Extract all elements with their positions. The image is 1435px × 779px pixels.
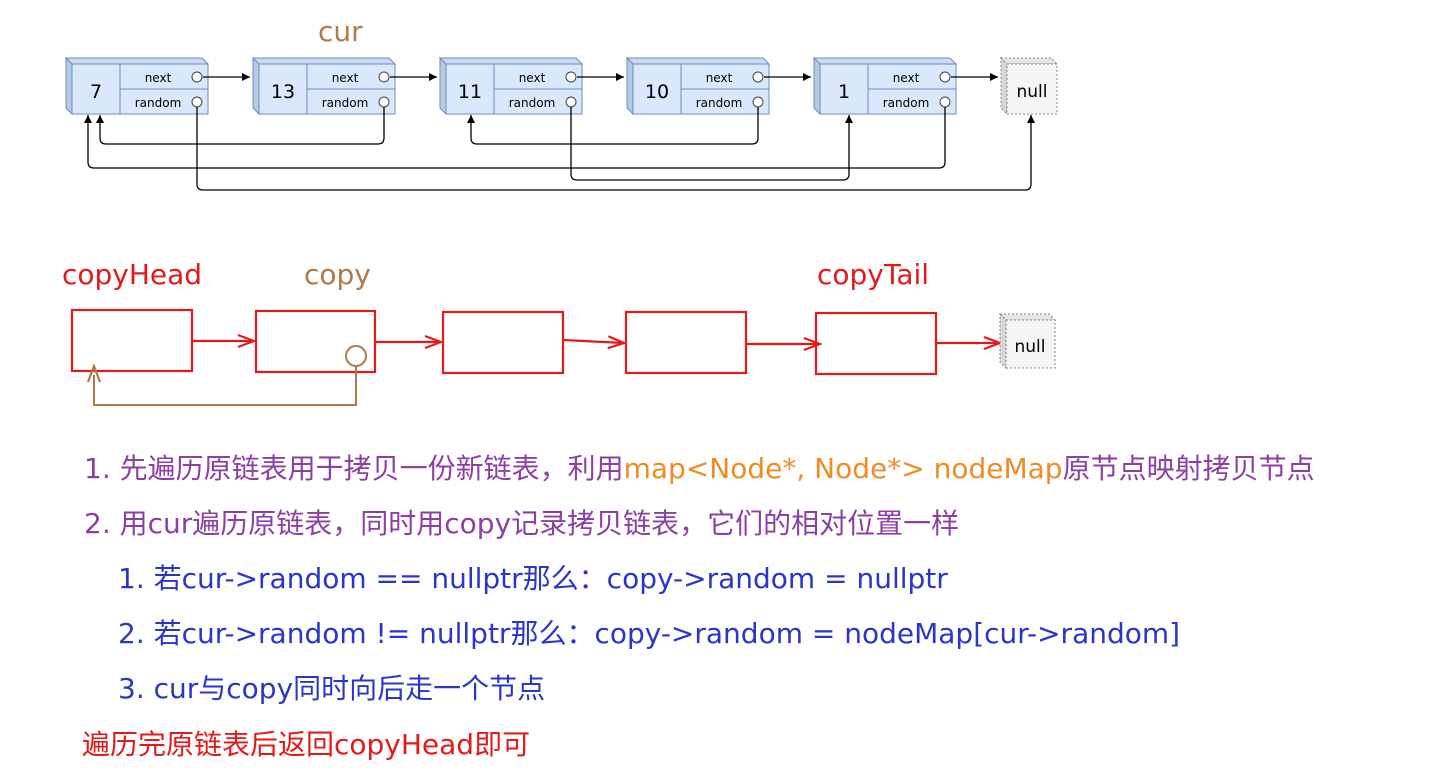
step-1-suffix: 原节点映射拷贝节点 [1062, 452, 1315, 485]
node-value: 10 [645, 81, 669, 103]
random-pointers [84, 107, 1035, 191]
original-node-5: 1 next random [812, 56, 958, 116]
next-label: next [332, 71, 359, 85]
original-node-1: 7 next random [64, 56, 210, 116]
node-value: 7 [90, 81, 102, 103]
copy-random-pointer [94, 345, 367, 406]
copy-node-3 [441, 310, 565, 375]
node-value: 13 [271, 81, 295, 103]
step-1-code: map<Node*, Node*> nodeMap [623, 452, 1063, 485]
copy-node-2 [254, 309, 377, 374]
null-label: null [1017, 82, 1048, 102]
copy-node-1 [70, 308, 194, 373]
step-2-2: 2. 若cur->random != nullptr那么：copy->rando… [118, 617, 1181, 650]
step-1: 1. 先遍历原链表用于拷贝一份新链表，利用map<Node*, Node*> n… [84, 452, 1315, 486]
cur-label: cur [318, 15, 363, 48]
step-2: 2. 用cur遍历原链表，同时用copy记录拷贝链表，它们的相对位置一样 [84, 507, 960, 540]
original-node-4: 10 next random [625, 56, 771, 116]
copy-node-5 [814, 311, 938, 376]
node-value: 11 [458, 81, 482, 103]
step-2-1: 1. 若cur->random == nullptr那么：copy->rando… [118, 562, 948, 595]
null-node-copy: null [998, 312, 1057, 370]
random-label: random [509, 96, 556, 110]
random-label: random [883, 96, 930, 110]
random-label: random [696, 96, 743, 110]
null-label: null [1015, 337, 1046, 357]
next-label: next [706, 71, 733, 85]
linked-list-diagram: 7 next random 13 next random 11 next ran… [64, 56, 1059, 406]
next-label: next [145, 71, 172, 85]
copyhead-label: copyHead [62, 258, 203, 291]
copytail-label: copyTail [817, 258, 930, 291]
copy-next-arrows [192, 340, 1000, 344]
step-1-prefix: 1. 先遍历原链表用于拷贝一份新链表，利用 [84, 452, 624, 485]
next-label: next [519, 71, 546, 85]
null-node-original: null [999, 56, 1059, 116]
random-label: random [135, 96, 182, 110]
copy-node-4 [624, 310, 748, 375]
final-step: 遍历完原链表后返回copyHead即可 [82, 728, 531, 761]
node-value: 1 [838, 81, 850, 103]
random-label: random [322, 96, 369, 110]
step-2-3: 3. cur与copy同时向后走一个节点 [118, 672, 546, 705]
original-node-3: 11 next random [438, 56, 584, 116]
next-label: next [893, 71, 920, 85]
original-node-2: 13 next random [251, 56, 397, 116]
copy-label: copy [304, 258, 371, 291]
